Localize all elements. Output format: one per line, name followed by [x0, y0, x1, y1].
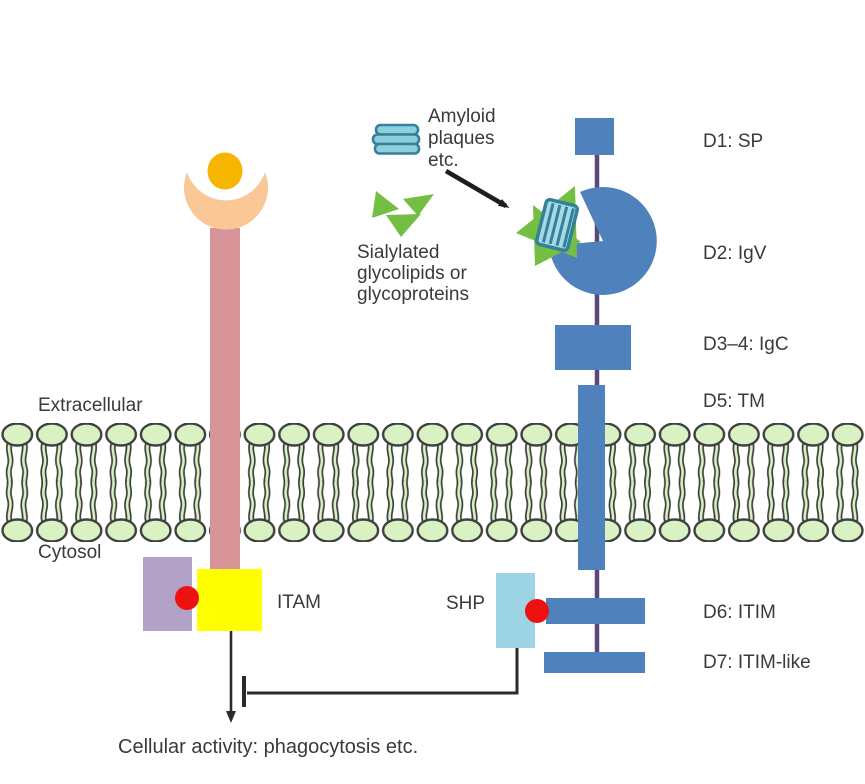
plasma-membrane — [0, 423, 865, 542]
label-domain-d5: D5: TM — [703, 391, 765, 412]
amyloid-bar — [373, 142, 421, 155]
label-domain-d1: D1: SP — [703, 131, 763, 152]
label-domain-d7: D7: ITIM-like — [703, 652, 811, 673]
phosphorylation-site-dot — [525, 599, 549, 623]
bound-ligand-complex — [516, 186, 581, 266]
phosphorylation-site-dot — [175, 586, 199, 610]
label-itam: ITAM — [277, 592, 321, 613]
domain-d3-4-igc-box — [555, 325, 631, 370]
sialylated-glycans-icon — [372, 191, 434, 237]
glycan-triangle — [386, 214, 421, 237]
label-domain-d3-4: D3–4: IgC — [703, 334, 789, 355]
label-cytosol: Cytosol — [38, 542, 101, 563]
domain-d7-itim-like-box — [544, 652, 645, 673]
fibril-stripe — [562, 208, 575, 248]
label-domain-d2: D2: IgV — [703, 243, 767, 264]
bound-ligand-ball — [207, 152, 243, 190]
fibril-stripe — [541, 203, 555, 243]
ligand-binding-arrow — [444, 169, 510, 209]
domain-d6-itim-box — [546, 598, 645, 624]
label-sialylated-line2: glycolipids or — [357, 263, 467, 284]
amyloid-bar — [371, 133, 421, 146]
domain-d5-tm-box — [578, 385, 605, 570]
fibril-stripe — [548, 204, 562, 245]
fibril-stripe — [555, 206, 569, 246]
label-amyloid-line1: Amyloid — [428, 106, 496, 127]
amyloid-bar — [374, 123, 420, 136]
label-extracellular: Extracellular — [38, 395, 143, 416]
domain-d1-sp-box — [575, 118, 614, 155]
amyloid-fibril-box — [535, 197, 579, 253]
label-cellular-activity: Cellular activity: phagocytosis etc. — [118, 736, 418, 758]
label-shp: SHP — [446, 593, 485, 614]
glycan-triangle — [403, 194, 434, 216]
amyloid-plaques-icon — [371, 123, 421, 155]
inhibition-line — [247, 648, 519, 695]
label-amyloid-line3: etc. — [428, 150, 459, 171]
activating-receptor-stalk — [210, 228, 240, 571]
glycan-triangle — [372, 191, 399, 218]
receptor-binding-cup — [184, 172, 268, 230]
label-sialylated-line1: Sialylated — [357, 242, 439, 263]
label-amyloid-line2: plaques — [428, 128, 495, 149]
label-domain-d6: D6: ITIM — [703, 602, 776, 623]
domain-d2-igv-pacman — [549, 186, 657, 295]
itam-domain-box — [197, 569, 262, 631]
label-sialylated-line3: glycoproteins — [357, 284, 469, 305]
